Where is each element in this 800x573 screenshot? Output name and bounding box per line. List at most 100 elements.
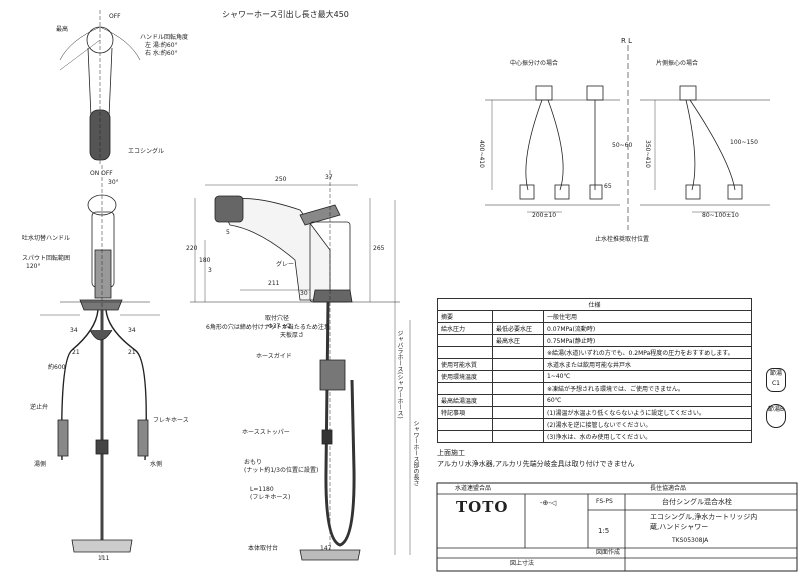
side-dim-37: 37 xyxy=(325,174,333,181)
dim-21-b: 21 xyxy=(128,349,136,356)
spec-cell xyxy=(492,418,544,431)
lever-angle-right: 右 水:約60° xyxy=(145,50,178,57)
piping-center-label: R L xyxy=(621,37,632,45)
base-note: 本体取付台 xyxy=(248,545,279,552)
mount-hole-label: 取付穴径 xyxy=(265,315,290,322)
hose-weight-desc: (ナット約1/3の位置に設置) xyxy=(244,467,319,474)
hose-length-title: L=1180 xyxy=(250,486,274,493)
spec-row: 摘要一般住宅用 xyxy=(437,310,752,323)
front-base-dim: 111 xyxy=(98,555,110,562)
tb-product-line3: 蔵,ハンドシャワー xyxy=(650,523,709,531)
eco-single-label: エコシングル xyxy=(128,148,165,155)
piping-caption: 止水栓推奨取付位置 xyxy=(595,236,650,243)
spec-cell xyxy=(492,358,544,371)
dim-21-a: 21 xyxy=(72,349,80,356)
cold-side-label: 水側 xyxy=(150,461,163,468)
stamp-water-saving-c1: 節湯C1 xyxy=(766,368,786,392)
spec-cell: (3)浄水は、水のみ使用してください。 xyxy=(543,430,752,443)
dim-34-a: 34 xyxy=(70,327,78,334)
tb-symbol-icon: -⊕-◁ xyxy=(540,499,557,507)
spec-cell: ※給湯(水道)いずれの方でも、0.2MPa程度の圧力をおすすめします。 xyxy=(543,346,752,359)
piping-right-title: 片側振心の場合 xyxy=(656,60,699,67)
spec-cell: 使用環境温度 xyxy=(437,370,493,383)
hose-stopper-label: ホースストッパー xyxy=(242,429,290,436)
spec-cell: 一般住宅用 xyxy=(543,310,752,323)
spec-row: 特記事項 (1)湯温が水温より低くならないように設定してください。 xyxy=(437,406,752,419)
spec-cell xyxy=(492,310,544,323)
spec-cell: (1)湯温が水温より低くならないように設定してください。 xyxy=(543,406,752,419)
hose-guide-label: ホースガイド xyxy=(256,353,292,360)
side-dim-mid: 30 xyxy=(300,290,308,297)
off-label: OFF xyxy=(109,13,121,20)
mount-hole-value: Φ37 ±2 xyxy=(268,323,292,330)
piping-small-dim: 65 xyxy=(604,183,612,190)
counter-thickness-label: 天板厚さ xyxy=(280,332,305,339)
piping-left-span: 200±10 xyxy=(532,212,557,219)
lever-angle-title: ハンドル回転角度 xyxy=(140,34,189,41)
hose-length-desc: (フレキホース) xyxy=(250,494,291,501)
side-dim-height-left: 220 xyxy=(186,245,198,252)
spec-cell: ※凍結が予想される環境では、ご使用できません。 xyxy=(543,382,752,395)
hose-weight-title: おもり xyxy=(244,459,263,466)
spec-cell: 0.75MPa(静止時) xyxy=(543,334,752,347)
side-base-dim: 147 xyxy=(320,545,332,552)
spec-cell xyxy=(492,406,544,419)
tb-model: TKS05308JA xyxy=(672,537,709,544)
tb-product-line2: エコシングル,浄水カートリッジ内 xyxy=(650,513,758,521)
spec-cell: 特記事項 xyxy=(437,406,493,419)
vertical-dim-2: シャワーホース部の長さ xyxy=(412,420,419,486)
spec-cell xyxy=(492,346,544,359)
lever-angle-left: 左 湯:約60° xyxy=(145,42,178,49)
construction-title: 上面施工 xyxy=(437,449,465,457)
counter-note: 6角形の穴は締め付けナットが当たるため注意 xyxy=(206,324,330,331)
spout-range-label: スパウト回転範囲 xyxy=(22,255,71,262)
spec-cell: 1~40℃ xyxy=(543,370,752,383)
spec-cell xyxy=(437,334,493,347)
spec-cell xyxy=(492,382,544,395)
spec-cell xyxy=(492,430,544,443)
check-valve-label: 逆止弁 xyxy=(30,404,49,411)
front-top-range: ON OFF xyxy=(90,170,113,177)
spec-cell: 最低必要水圧 xyxy=(492,322,544,335)
stamp-water-saving-b: 節湯B xyxy=(766,404,786,428)
spec-cell: (2)湯水を逆に接管しないでください。 xyxy=(543,418,752,431)
front-view xyxy=(40,165,160,560)
piping-left-title: 中心振分けの場合 xyxy=(510,60,559,67)
piping-diagram xyxy=(485,45,770,230)
toto-logo: TOTO xyxy=(456,498,509,516)
spec-cell: 使用可能水質 xyxy=(437,358,493,371)
dim-34-b: 34 xyxy=(128,327,136,334)
spec-cell: 水道水または飲用可能な井戸水 xyxy=(543,358,752,371)
tb-bottom: 図上寸法 xyxy=(510,560,535,567)
spec-title: 仕様 xyxy=(437,298,752,311)
max-temp-label: 最高 xyxy=(56,26,69,33)
tb-right-top: 長住協適合品 xyxy=(650,485,687,492)
spec-row: ※凍結が予想される環境では、ご使用できません。 xyxy=(437,382,752,395)
construction-note: アルカリ水浄水器,アルカリ先端分岐金具は取り付けできません xyxy=(437,460,635,468)
spec-cell xyxy=(437,382,493,395)
temp-lever-label: 吐水切替ハンドル xyxy=(22,235,71,242)
spec-cell: 最高水圧 xyxy=(492,334,544,347)
spec-row: 使用環境温度 1~40℃ xyxy=(437,370,752,383)
titleblock-frame xyxy=(436,482,798,572)
tb-scale: 1:5 xyxy=(598,527,610,535)
tb-product-line1: 台付シングル混合水栓 xyxy=(662,498,732,506)
piping-right-height: 350~410 xyxy=(644,140,651,168)
spec-row: 使用可能水質 水道水または飲用可能な井戸水 xyxy=(437,358,752,371)
front-top-angle: 30° xyxy=(108,179,119,186)
side-dim-spout: 211 xyxy=(268,280,280,287)
spec-cell: 60℃ xyxy=(543,394,752,407)
shower-hose-note: シャワーホース引出し長さ最大450 xyxy=(222,10,349,19)
hot-side-label: 湯側 xyxy=(34,461,47,468)
spec-cell: 0.07MPa(流動時) xyxy=(543,322,752,335)
side-dim-width: 250 xyxy=(275,176,287,183)
piping-left-mid: 50~60 xyxy=(612,142,633,149)
spec-cell xyxy=(492,394,544,407)
side-angle-a: 3 xyxy=(208,267,212,274)
top-view xyxy=(59,10,141,165)
